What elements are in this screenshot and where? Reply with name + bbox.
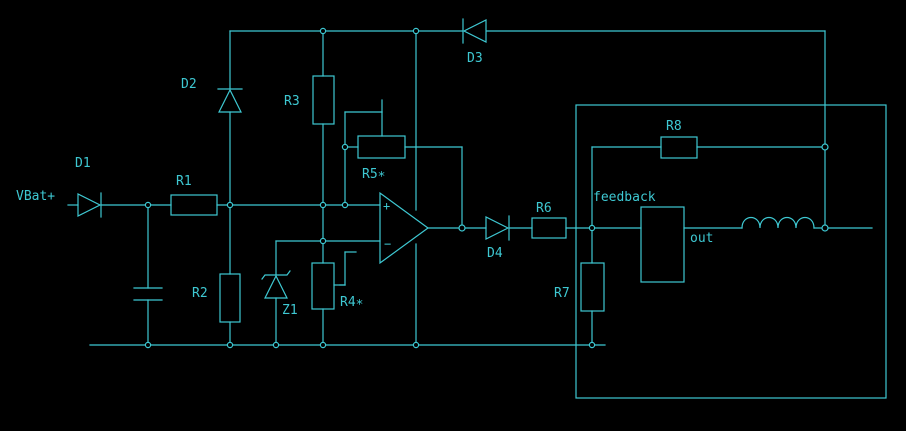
feedback-label: feedback	[593, 190, 656, 205]
r8-label: R8	[666, 119, 682, 134]
d2-label: D2	[181, 77, 197, 92]
potentiometer-r5	[357, 111, 406, 159]
diode-d2	[217, 88, 243, 113]
r7-label: R7	[554, 286, 570, 301]
inductor	[741, 216, 815, 229]
resistor-r7	[580, 262, 605, 312]
op-amp: + −	[379, 191, 430, 265]
diode-d3	[462, 18, 487, 44]
resistor-r3	[312, 75, 335, 125]
zener-z1	[261, 270, 291, 299]
resistor-r6	[531, 217, 567, 239]
r3-label: R3	[284, 94, 300, 109]
diode-d4	[485, 215, 510, 241]
junction-dots	[144, 27, 829, 349]
r4-label: R4∗	[340, 295, 363, 310]
diode-d1	[77, 192, 102, 218]
svg-text:−: −	[384, 237, 391, 251]
d4-label: D4	[487, 246, 503, 261]
r1-label: R1	[176, 174, 192, 189]
capacitor	[133, 287, 163, 301]
vbat-label: VBat+	[16, 189, 55, 204]
potentiometer-r4	[311, 262, 346, 310]
resistor-r2	[219, 273, 241, 323]
d1-label: D1	[75, 156, 91, 171]
svg-text:+: +	[383, 199, 390, 213]
r5-label: R5∗	[362, 167, 385, 182]
d3-label: D3	[467, 51, 483, 66]
r6-label: R6	[536, 201, 552, 216]
resistor-r1	[170, 194, 218, 216]
regulator-module-frame	[575, 104, 887, 399]
z1-label: Z1	[282, 303, 298, 318]
r2-label: R2	[192, 286, 208, 301]
regulator-ic	[640, 206, 685, 283]
out-label: out	[690, 231, 713, 246]
resistor-r8	[660, 136, 698, 159]
